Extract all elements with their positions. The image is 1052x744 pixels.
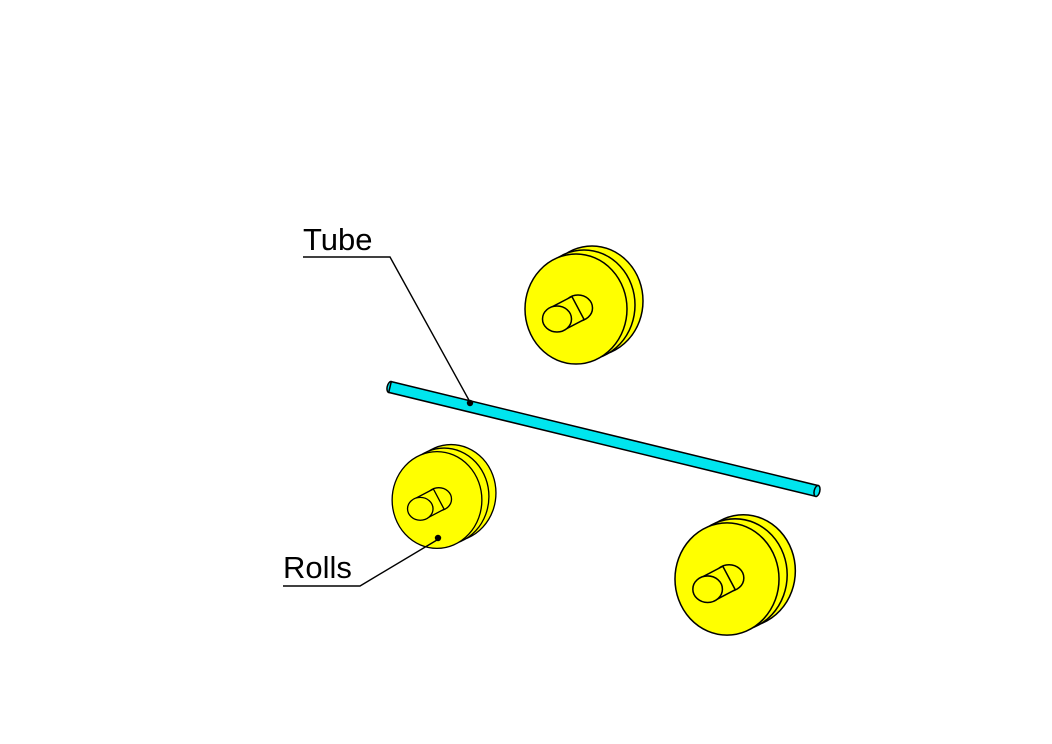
tube-label: Tube	[303, 222, 373, 257]
tube-leader-dot	[466, 399, 474, 407]
rolls-leader-line	[283, 539, 438, 587]
roll-top	[524, 245, 644, 365]
tube-callout: Tube	[303, 222, 474, 407]
tube-leader-line	[303, 256, 471, 403]
roll-bottom-right	[674, 513, 797, 636]
rolls-label: Rolls	[283, 550, 352, 585]
rolls-callout: Rolls	[283, 534, 442, 587]
tube	[386, 380, 821, 498]
tube-right-cap	[813, 484, 821, 498]
rolls-leader-dot	[434, 534, 442, 542]
roll-bottom-left	[391, 443, 497, 550]
